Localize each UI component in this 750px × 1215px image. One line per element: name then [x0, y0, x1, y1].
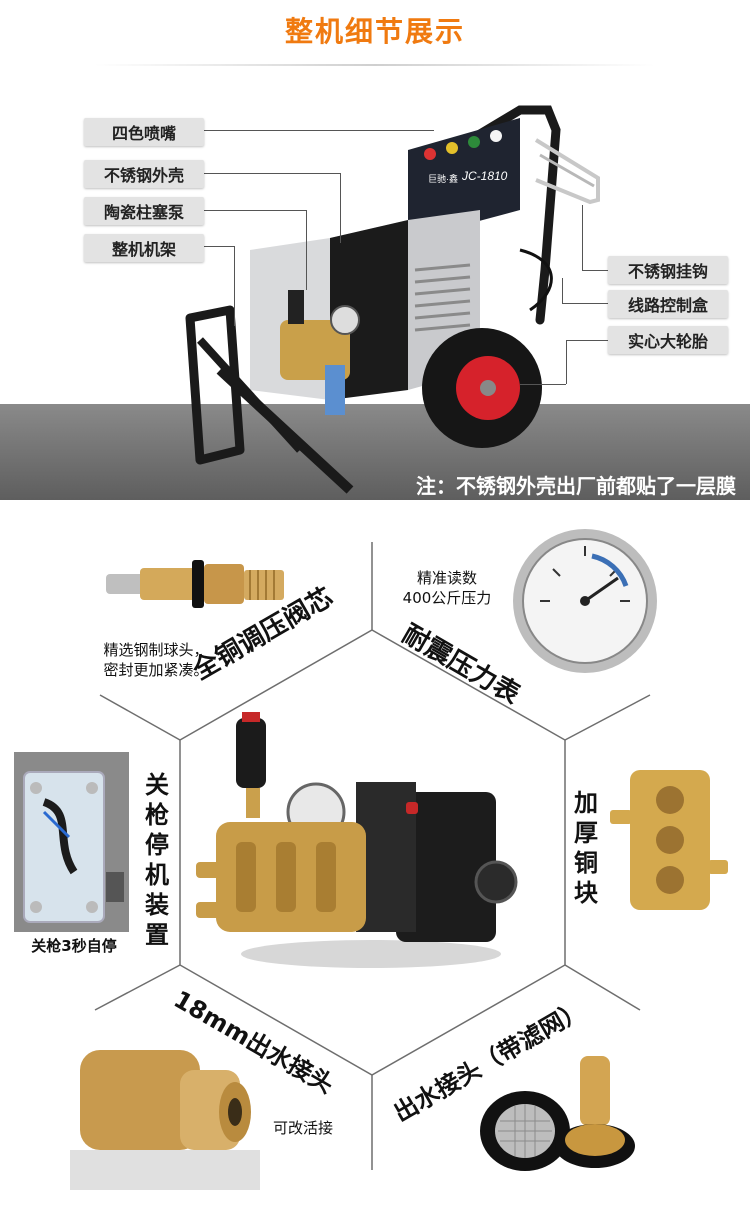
pressure-gauge-image	[513, 529, 657, 673]
leader-line	[340, 173, 341, 243]
leader-line	[582, 270, 608, 271]
outlet18-image	[70, 1050, 260, 1190]
stop-title-char: 装	[145, 891, 169, 919]
label-pump: 陶瓷柱塞泵	[84, 197, 204, 225]
block-title: 加 厚 铜 块	[571, 788, 601, 908]
label-shell: 不锈钢外壳	[84, 160, 204, 188]
stop-title-char: 机	[145, 861, 169, 889]
pump-image	[196, 712, 518, 968]
hex-divider	[94, 542, 651, 1170]
gray-band	[0, 404, 750, 500]
leader-line	[204, 173, 340, 174]
brass-block-image	[610, 770, 728, 910]
valve-caption: 精选钢制球头， 密封更加紧凑。	[86, 640, 226, 680]
valve-caption-line2: 密封更加紧凑。	[103, 661, 209, 679]
gauge-caption-line2: 400公斤压力	[402, 589, 492, 607]
outlet18-caption: 可改活接	[272, 1119, 333, 1137]
stop-title-char: 停	[145, 831, 169, 859]
note-text: 注：不锈钢外壳出厂前都贴了一层膜	[416, 474, 736, 498]
block-title-char: 厚	[574, 819, 598, 847]
gauge-caption-line1: 精准读数	[416, 569, 477, 587]
block-title-char: 铜	[574, 849, 598, 877]
panel-model-text: JC-1810	[461, 169, 508, 183]
leader-line	[306, 210, 307, 290]
stop-caption: 关枪3秒自停	[31, 937, 117, 955]
leader-line	[234, 246, 235, 326]
label-frame: 整机机架	[84, 234, 204, 262]
leader-line	[566, 340, 567, 384]
gauge-caption: 精准读数 400公斤压力	[392, 568, 502, 608]
leader-line	[562, 303, 608, 304]
valve-image	[106, 560, 284, 608]
leader-line	[204, 130, 434, 131]
label-tire: 实心大轮胎	[608, 326, 728, 354]
panel-brand-text: 巨驰·鑫	[428, 173, 458, 184]
title-divider	[95, 64, 655, 66]
stop-title-char: 枪	[145, 801, 169, 829]
stop-title-char: 置	[145, 921, 169, 949]
leader-line	[520, 384, 566, 385]
outlet-filter-image	[480, 1056, 635, 1171]
label-hook: 不锈钢挂钩	[608, 256, 728, 284]
block-title-char: 块	[574, 879, 598, 907]
stop-title-char: 关	[145, 771, 169, 799]
leader-line	[582, 205, 583, 270]
pressure-washer-image: 巨驰·鑫 JC-1810	[185, 105, 600, 494]
label-nozzle: 四色喷嘴	[84, 118, 204, 146]
leader-line	[204, 210, 306, 211]
leader-line	[562, 278, 563, 303]
leader-line	[566, 340, 608, 341]
valve-caption-line1: 精选钢制球头，	[103, 641, 209, 659]
page-title: 整机细节展示	[284, 15, 465, 48]
stop-title: 关 枪 停 机 装 置	[142, 770, 172, 950]
block-title-char: 加	[574, 789, 598, 817]
label-control-box: 线路控制盒	[608, 290, 728, 318]
leader-line	[204, 246, 234, 247]
stop-device-image	[14, 752, 129, 932]
